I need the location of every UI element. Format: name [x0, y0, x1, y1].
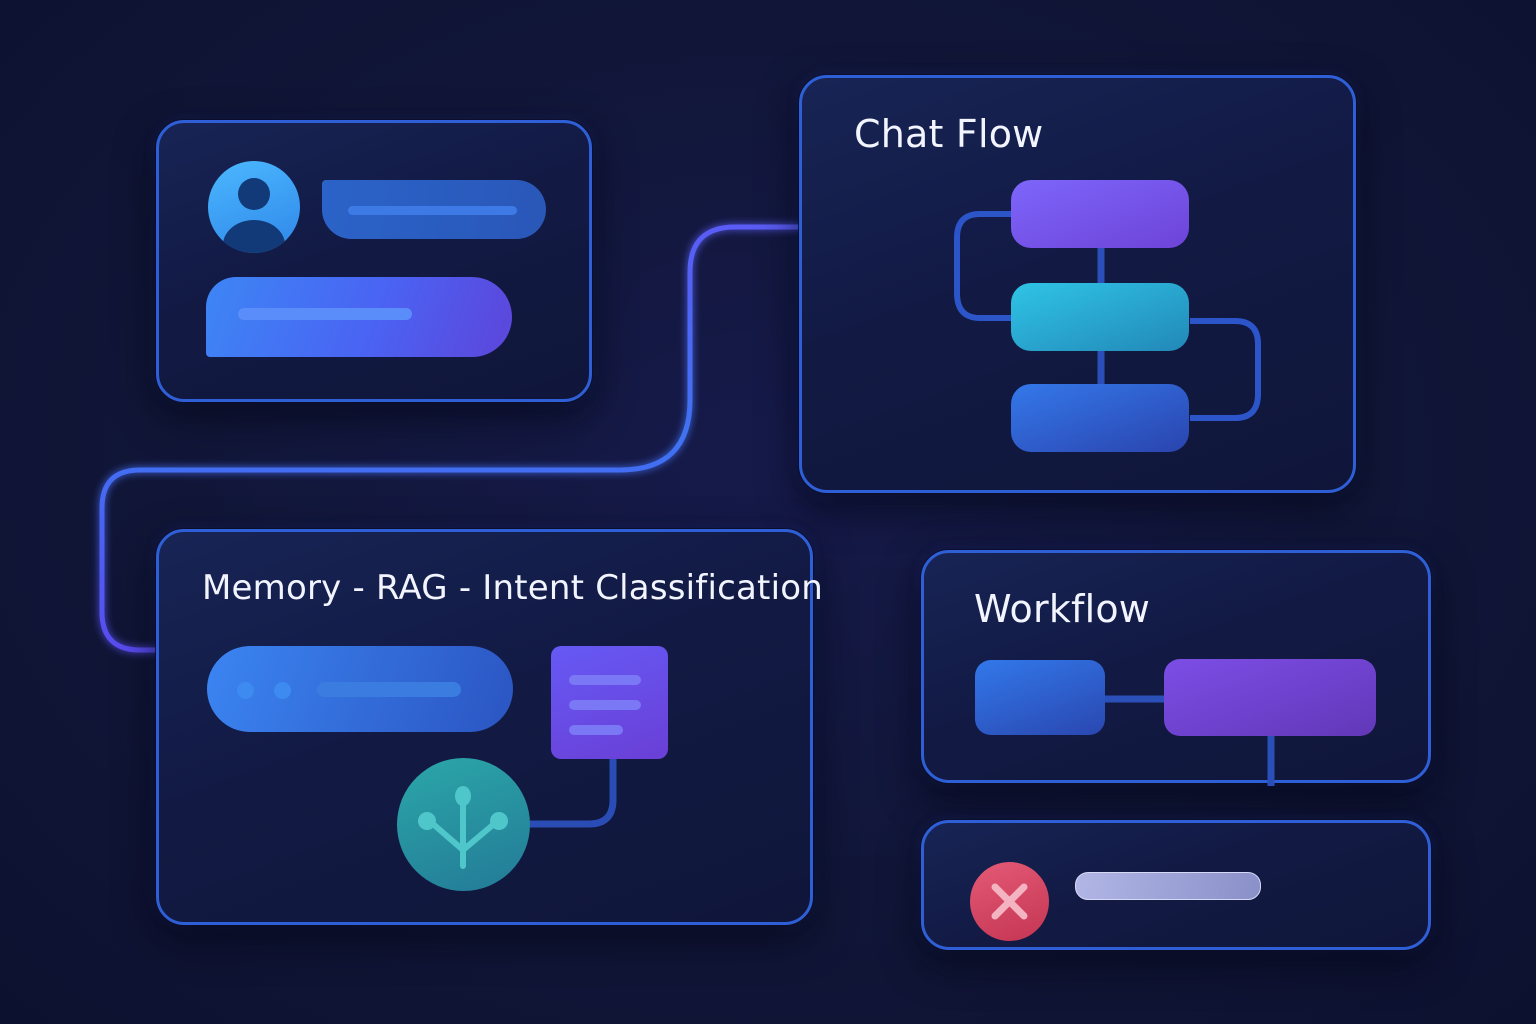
typing-text-line [317, 682, 461, 697]
document-to-tree-link [524, 759, 617, 828]
document-line [569, 675, 641, 685]
typing-dot [274, 682, 291, 699]
document-line [569, 725, 623, 735]
flow-node-blue[interactable] [1011, 384, 1189, 452]
tree-glyph [418, 786, 508, 869]
error-card[interactable] [921, 820, 1431, 950]
memory-rag-intent-title: Memory - RAG - Intent Classification [202, 568, 823, 608]
chat-flow-title: Chat Flow [854, 112, 1044, 156]
incoming-message-bubble [322, 180, 546, 239]
user-avatar-icon [208, 161, 300, 253]
workflow-step-purple[interactable] [1164, 659, 1376, 736]
message-text-line [238, 308, 412, 320]
error-message-line [1075, 872, 1261, 900]
chat-flow-links [954, 211, 1261, 421]
workflow-links [1104, 695, 1275, 786]
message-text-line [348, 206, 517, 215]
error-x-icon[interactable] [970, 862, 1049, 941]
workflow-card[interactable]: Workflow [921, 550, 1431, 786]
outgoing-message-bubble [206, 277, 512, 357]
flow-node-purple[interactable] [1011, 180, 1189, 248]
flow-node-cyan[interactable] [1011, 283, 1189, 351]
typing-dot [237, 682, 254, 699]
chat-card[interactable] [156, 120, 592, 402]
x-glyph [991, 883, 1028, 920]
document-line [569, 700, 641, 710]
workflow-title: Workflow [974, 587, 1151, 631]
workflow-step-blue[interactable] [975, 660, 1105, 735]
branch-tree-icon[interactable] [397, 758, 530, 891]
memory-rag-intent-card[interactable]: Memory - RAG - Intent Classification [156, 529, 823, 925]
chat-flow-card[interactable]: Chat Flow [799, 75, 1356, 493]
document-icon[interactable] [551, 646, 668, 759]
typing-input-icon[interactable] [207, 646, 513, 732]
